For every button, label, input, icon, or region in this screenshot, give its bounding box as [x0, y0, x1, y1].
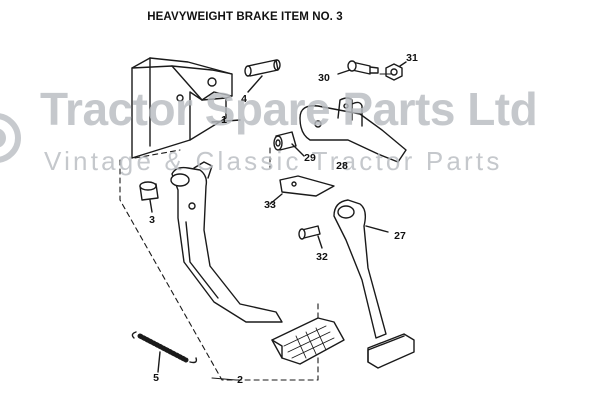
- callout-30: 30: [318, 72, 330, 84]
- watermark-company-name: Tractor Spare Parts Ltd: [40, 83, 538, 135]
- callout-28: 28: [336, 160, 348, 172]
- callout-33: 33: [264, 199, 276, 211]
- pedal-part-27: [333, 199, 415, 369]
- pin-part-4: [244, 59, 281, 93]
- watermark-tagline: Vintage & Classic Tractor Parts: [44, 146, 503, 176]
- plate-part-33: [269, 175, 335, 205]
- bolt-part-30: [337, 60, 379, 75]
- pedal-part-2: [170, 161, 345, 365]
- callout-32: 32: [316, 251, 328, 263]
- spring-part-5: [131, 331, 198, 373]
- nut-part-31: [385, 61, 407, 81]
- mounting-bracket-part-1: [131, 57, 241, 159]
- callout-29: 29: [304, 152, 316, 164]
- callout-31: 31: [406, 52, 418, 64]
- pedal-pad-grip: [283, 325, 335, 359]
- leader-lines: [211, 73, 393, 381]
- bush-part-29: [273, 131, 305, 157]
- callout-5: 5: [153, 372, 159, 384]
- pedal-bracket-part-28: [299, 97, 407, 163]
- callout-27: 27: [394, 230, 406, 242]
- watermark-logo-icon: [0, 113, 21, 163]
- bush-part-3: [139, 181, 159, 213]
- bolt-part-32: [298, 225, 323, 249]
- diagram-title: HEAVYWEIGHT BRAKE ITEM NO. 3: [147, 11, 343, 23]
- callout-1: 1: [221, 114, 227, 126]
- callout-3: 3: [149, 214, 155, 226]
- callout-2: 2: [237, 374, 243, 386]
- callout-4: 4: [241, 93, 247, 105]
